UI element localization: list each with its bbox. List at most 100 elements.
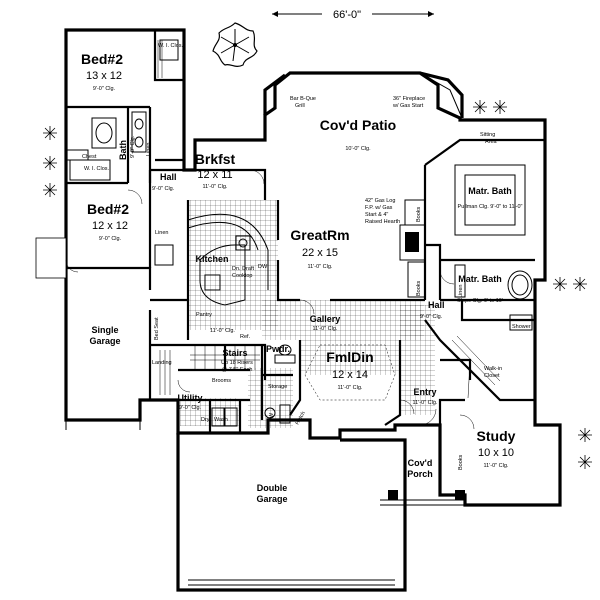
note-dw: DW xyxy=(258,264,268,270)
note-landing: Landing xyxy=(152,360,172,366)
note-brooms: Brooms xyxy=(212,378,231,384)
room-brkfst: Brkfst 12 x 11 11'-0" Clg. xyxy=(195,151,236,190)
note-storage: Storage xyxy=(268,384,287,390)
room-name: Cov'd Patio xyxy=(320,117,396,133)
room-hall-left: Hall 9'-0" Clg. xyxy=(152,172,177,192)
room-name: GreatRm xyxy=(290,227,349,243)
note-pantry: Pantry xyxy=(196,312,212,318)
kitchen-island xyxy=(154,213,269,306)
note-wi-clos: W. I. Clos. xyxy=(84,166,110,172)
room-note: @ 7.5" Each xyxy=(222,367,253,373)
note-gas-log: 42" Gas Log xyxy=(365,198,395,204)
room-name: FmlDin xyxy=(326,349,373,365)
patio-outline xyxy=(263,71,464,119)
room-ceiling: 9'-0" Clg. xyxy=(130,135,136,158)
room-size: 10 x 10 xyxy=(478,447,514,459)
note-wash: Wash xyxy=(214,417,228,423)
note-cooktop: Cooktop xyxy=(232,273,253,279)
note-chest: Chest xyxy=(82,154,97,160)
dining-outline xyxy=(304,344,396,401)
room-fmldin: FmlDin 12 x 14 11'-0" Clg. xyxy=(326,349,373,391)
room-name: Brkfst xyxy=(195,151,236,167)
room-size: 13 x 12 xyxy=(86,70,122,82)
note-grill: Grill xyxy=(295,103,305,109)
bath-fixtures xyxy=(65,39,179,181)
room-ceiling: 11'-0" Clg. xyxy=(484,463,509,469)
porch-columns xyxy=(380,490,465,506)
room-name: Kitchen xyxy=(195,254,228,264)
room-bath: Bath 9'-0" Clg. xyxy=(118,135,136,160)
room-name: Utility xyxy=(177,393,202,403)
master-bath-tub xyxy=(454,164,533,331)
room-bed2-top: Bed#2 13 x 12 9'-0" Clg. xyxy=(81,51,123,92)
room-name: Bed#2 xyxy=(81,51,123,67)
note-books: Books xyxy=(416,206,422,222)
overall-dimension: 66'-0" xyxy=(272,6,434,21)
room-name: Bed#2 xyxy=(87,201,129,217)
overall-dimension-text: 66'-0" xyxy=(333,9,361,21)
note-gas-start: w/ Gas Start xyxy=(392,103,424,109)
room-ceiling: Slope Clg. 9' to 10' xyxy=(457,298,503,304)
note-bar-b-que: Bar B-Que xyxy=(290,96,316,102)
fireplace xyxy=(399,199,426,298)
tree-icon xyxy=(212,22,258,68)
garage-doors xyxy=(35,237,395,586)
note-dry: Dry xyxy=(201,417,210,423)
shrub-icon xyxy=(43,100,592,469)
room-ceiling: 9'-0" Clg. xyxy=(179,405,202,411)
note-hutch: Hutch xyxy=(295,411,307,426)
room-ceiling: 10'-0" Clg. xyxy=(345,146,371,152)
room-ceiling: 11'-0" Clg. xyxy=(308,264,333,270)
room-ceiling: 9'-0" Clg. xyxy=(420,314,443,320)
room-ceiling: 9'-0" Clg. xyxy=(93,86,116,92)
room-note: Up 18 Risers xyxy=(221,360,253,366)
washer-dryer xyxy=(211,404,291,427)
room-ceiling: 11'-0" Clg. xyxy=(313,326,338,332)
note-linen: Linen xyxy=(458,285,464,298)
stairs xyxy=(159,345,260,395)
note-ref: Ref. xyxy=(240,334,251,340)
room-gallery: Gallery 11'-0" Clg. xyxy=(310,314,341,332)
note-area: Area xyxy=(485,139,498,145)
room-covd-patio: Cov'd Patio 10'-0" Clg. xyxy=(320,117,396,152)
room-ceiling: 9'-0" Clg. xyxy=(152,186,175,192)
room-size: 12 x 14 xyxy=(332,369,368,381)
note-linen: Linen xyxy=(155,230,168,236)
room-name: Bath xyxy=(118,140,128,160)
room-pwdr: Pwdr. xyxy=(266,344,290,354)
note-closet: Closet xyxy=(484,373,500,379)
note-books: Books xyxy=(458,454,464,470)
room-name: Hall xyxy=(428,300,445,310)
note-gas-log: Raised Hearth xyxy=(365,219,400,225)
room-name: Matr. Bath xyxy=(468,186,512,196)
room-name: Entry xyxy=(413,387,436,397)
room-size: 12 x 12 xyxy=(92,220,128,232)
note-sitting: Sitting xyxy=(480,132,495,138)
room-name: Gallery xyxy=(310,314,341,324)
room-name: Study xyxy=(477,428,516,444)
note-fireplace: 36" Fireplace xyxy=(393,96,425,102)
note-gas-log: Start & 4" xyxy=(365,212,388,218)
note-wi-clos: W. I. Clos. xyxy=(158,43,184,49)
room-ceiling: 11'-0" Clg. xyxy=(413,400,438,406)
tile-floor xyxy=(180,200,435,428)
note-hw: HW xyxy=(269,412,275,422)
room-ceiling: 11'-0" Clg. xyxy=(203,184,228,190)
note-books: Books xyxy=(416,280,422,296)
room-ceiling: Pullman Clg. 9'-0" to 11'-0" xyxy=(458,204,523,210)
note-gas-log: F.P. w/ Gas xyxy=(365,205,393,211)
room-name: Pwdr. xyxy=(266,344,290,354)
note-dn-draft: Dn. Draft xyxy=(232,266,254,272)
note-linen: Linen xyxy=(146,143,152,156)
exterior-walls xyxy=(64,28,562,592)
room-kitchen: Kitchen xyxy=(195,254,228,264)
room-size: 12 x 11 xyxy=(197,169,232,181)
door-swings xyxy=(65,169,475,430)
note-bed-seat: Bed Seat xyxy=(154,317,160,340)
room-utility: Utility 9'-0" Clg. xyxy=(177,393,202,411)
